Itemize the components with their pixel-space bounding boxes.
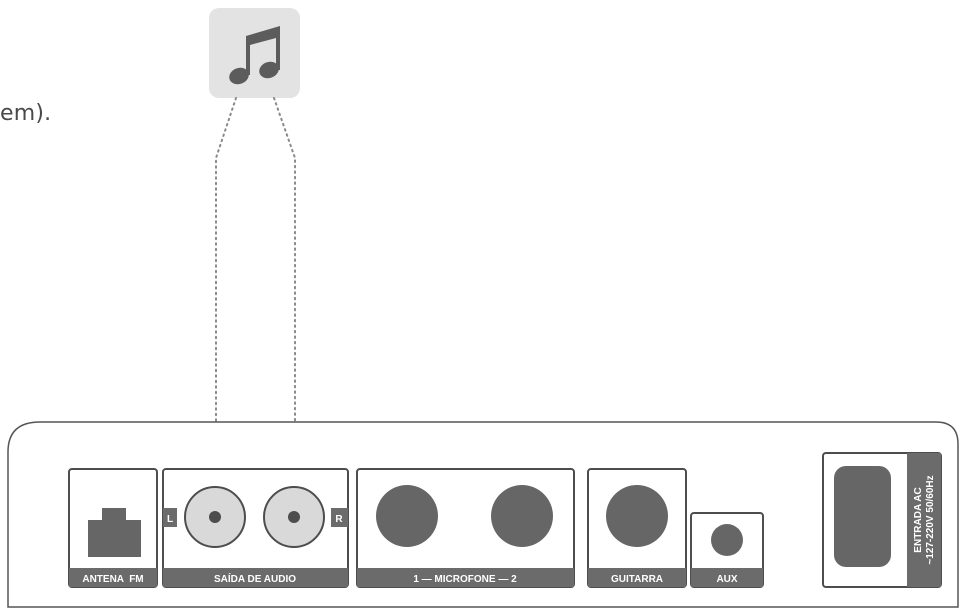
audio-output-port: L R SAÍDA DE AUDIO bbox=[162, 468, 349, 588]
audio-right-tag: R bbox=[335, 514, 343, 525]
caption-text: em). bbox=[0, 101, 52, 126]
audio-cable-right bbox=[273, 97, 296, 516]
microphone-jack-1 bbox=[376, 485, 438, 547]
ac-input-port: ENTRADA AC ~127-220V 50/60Hz bbox=[822, 452, 942, 588]
guitar-label: GUITARRA bbox=[611, 574, 663, 585]
antenna-fm-port: ANTENA FM bbox=[68, 468, 158, 588]
audio-output-label: SAÍDA DE AUDIO bbox=[214, 572, 296, 585]
antenna-label: ANTENA FM bbox=[82, 574, 143, 585]
aux-jack bbox=[711, 524, 743, 556]
microphone-jack-2 bbox=[491, 485, 553, 547]
ac-voltage-label: ~127-220V 50/60Hz bbox=[925, 475, 936, 564]
music-note-icon bbox=[229, 26, 280, 85]
microphone-ports: 1 — MICROFONE — 2 bbox=[356, 468, 575, 588]
audio-cable-left bbox=[215, 97, 237, 516]
rca-left-jack bbox=[184, 486, 246, 548]
aux-label: AUX bbox=[716, 574, 737, 585]
ac-input-label: ENTRADA AC bbox=[913, 487, 924, 552]
aux-port: AUX bbox=[690, 512, 764, 588]
music-tile bbox=[209, 8, 300, 98]
rca-right-jack bbox=[263, 486, 325, 548]
guitar-jack bbox=[606, 485, 668, 547]
microphone-label: 1 — MICROFONE — 2 bbox=[413, 574, 517, 585]
antenna-connector bbox=[88, 508, 141, 557]
ac-power-socket bbox=[834, 466, 891, 567]
guitar-port: GUITARRA bbox=[587, 468, 687, 588]
music-source bbox=[209, 8, 300, 98]
audio-left-tag: L bbox=[167, 514, 173, 525]
